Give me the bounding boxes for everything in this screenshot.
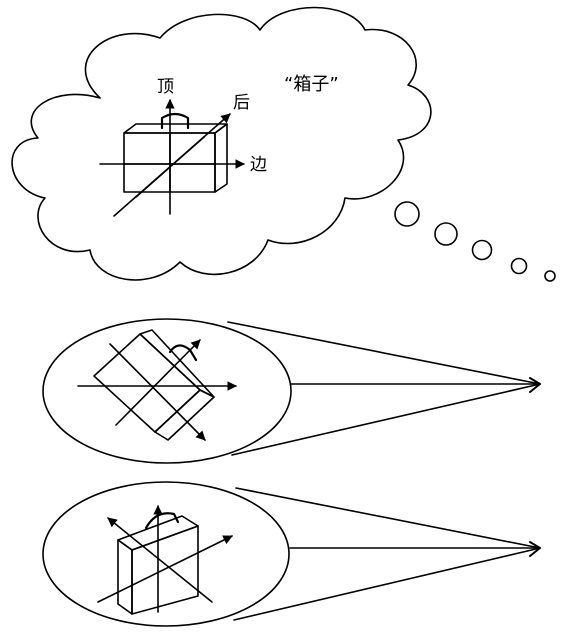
- axis-b: [109, 343, 206, 441]
- axis-back-front: [135, 136, 205, 198]
- cloud-outline: [11, 6, 432, 281]
- thought-bubble-5: [544, 270, 556, 282]
- quote-label: “箱子”: [284, 74, 339, 95]
- suitcase-rotated: [97, 505, 233, 615]
- axis-c: [115, 339, 201, 426]
- suitcase-canonical: [99, 99, 245, 217]
- thought-bubble-3: [471, 239, 493, 261]
- view-ellipse: [42, 481, 290, 627]
- axis-side-label: 边: [250, 155, 267, 175]
- axis-top-label: 顶: [157, 77, 174, 97]
- axis-back-label: 后: [233, 93, 250, 113]
- view-cone-bottom: [233, 547, 541, 621]
- box-bottom: [154, 389, 215, 441]
- thought-bubble-2: [434, 222, 458, 246]
- eye-marker: [529, 541, 541, 557]
- thought-cloud: “箱子” 顶 后 边: [11, 6, 556, 282]
- view-1: [42, 318, 541, 464]
- box-handle: [144, 512, 180, 530]
- thought-bubble-4: [510, 257, 528, 275]
- view-cone-top: [235, 487, 541, 549]
- view-2: [42, 481, 541, 627]
- box-top: [117, 515, 199, 551]
- thought-bubble-1: [394, 201, 420, 227]
- axis-c: [107, 517, 213, 603]
- box-handle: [168, 344, 198, 362]
- view-cone-top: [227, 321, 541, 385]
- view-ellipse: [42, 318, 292, 464]
- suitcase-handle: [160, 112, 190, 130]
- view-cone-bottom: [231, 383, 541, 456]
- suitcase-tilted: [77, 329, 237, 441]
- axis-a: [97, 535, 233, 603]
- eye-marker: [529, 377, 541, 393]
